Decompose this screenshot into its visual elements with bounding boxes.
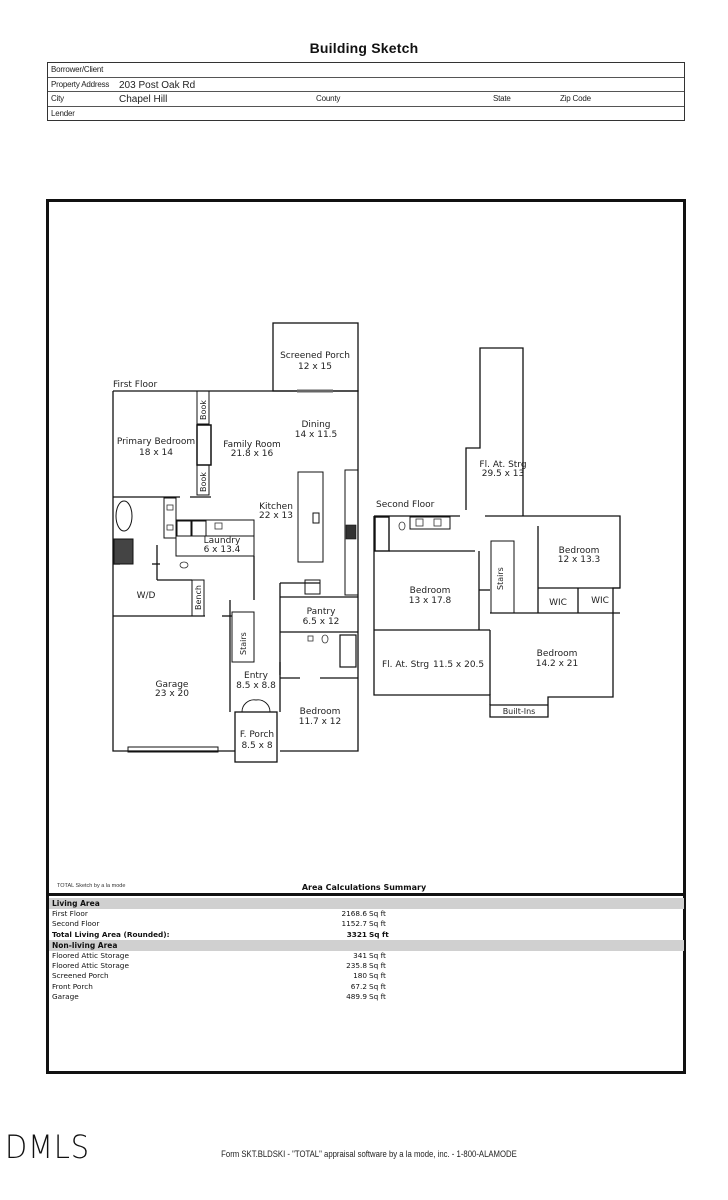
- svg-text:Bedroom: Bedroom: [300, 707, 341, 717]
- area-summary-table: Living Area First Floor 2168.6 Sq ft Sec…: [49, 898, 684, 1002]
- address-row: Property Address 203 Post Oak Rd: [48, 78, 684, 92]
- sketch-frame: [46, 199, 686, 1074]
- svg-text:Entry: Entry: [244, 671, 269, 681]
- address-label: Property Address: [51, 79, 110, 89]
- svg-text:6 x 13.4: 6 x 13.4: [204, 545, 241, 555]
- table-row: First Floor 2168.6 Sq ft: [52, 909, 386, 918]
- svg-text:Family Room: Family Room: [223, 440, 280, 450]
- svg-text:12 x 13.3: 12 x 13.3: [558, 555, 601, 565]
- svg-text:18 x 14: 18 x 14: [139, 448, 173, 458]
- svg-text:Laundry: Laundry: [204, 536, 241, 546]
- city-value: Chapel Hill: [119, 94, 168, 105]
- svg-text:21.8 x 16: 21.8 x 16: [231, 449, 274, 459]
- svg-text:Kitchen: Kitchen: [259, 502, 293, 512]
- svg-text:Screened Porch: Screened Porch: [280, 351, 350, 361]
- svg-text:Dining: Dining: [301, 420, 330, 430]
- svg-text:Garage: Garage: [156, 680, 189, 690]
- svg-text:Bedroom: Bedroom: [559, 546, 600, 556]
- svg-text:Bench: Bench: [194, 585, 203, 610]
- table-row: Floored Attic Storage 235.8 Sq ft: [52, 961, 386, 971]
- svg-text:22 x 13: 22 x 13: [259, 511, 293, 521]
- summary-divider: [46, 893, 686, 896]
- svg-text:W/D: W/D: [137, 591, 156, 601]
- area-summary-title: Area Calculations Summary: [301, 883, 427, 892]
- svg-text:Book: Book: [199, 400, 208, 420]
- borrower-label: Borrower/Client: [51, 65, 104, 74]
- svg-text:23 x 20: 23 x 20: [155, 689, 189, 699]
- sketch-credit: TOTAL Sketch by a la mode: [57, 883, 126, 889]
- svg-text:Fl. At. Strg: Fl. At. Strg: [479, 460, 526, 470]
- table-row: Second Floor 1152.7 Sq ft: [52, 919, 386, 929]
- svg-text:Stairs: Stairs: [496, 567, 505, 590]
- svg-text:13 x 17.8: 13 x 17.8: [409, 596, 452, 606]
- lender-row: Lender: [48, 107, 684, 121]
- table-row: Screened Porch 180 Sq ft: [52, 971, 386, 981]
- svg-text:14 x 11.5: 14 x 11.5: [295, 430, 338, 440]
- svg-text:14.2 x 21: 14.2 x 21: [536, 659, 579, 669]
- borrower-row: Borrower/Client: [48, 63, 684, 78]
- nonliving-area-header: Non-living Area: [49, 939, 684, 951]
- svg-text:Book: Book: [199, 472, 208, 492]
- svg-text:WIC: WIC: [591, 596, 609, 606]
- front-porch-outline: [234, 711, 278, 763]
- table-row: Floored Attic Storage 341 Sq ft: [52, 950, 386, 960]
- svg-text:8.5 x 8: 8.5 x 8: [241, 741, 272, 751]
- svg-text:Bedroom: Bedroom: [410, 586, 451, 596]
- svg-text:WIC: WIC: [549, 598, 567, 608]
- first-floor-label: First Floor: [113, 380, 157, 390]
- property-header-table: Borrower/Client Property Address 203 Pos…: [47, 62, 685, 121]
- address-value: 203 Post Oak Rd: [119, 79, 196, 91]
- svg-text:6.5 x 12: 6.5 x 12: [303, 617, 340, 627]
- state-label: State: [493, 94, 511, 103]
- dmls-logo: DMLS: [5, 1128, 90, 1166]
- svg-text:Built-Ins: Built-Ins: [503, 707, 536, 716]
- floor-plan-drawing: First Floor Screened Porch 12 x 15 Prima…: [112, 322, 621, 763]
- form-footer: Form SKT.BLDSKI - "TOTAL" appraisal soft…: [221, 1149, 517, 1159]
- svg-text:Stairs: Stairs: [239, 632, 248, 655]
- svg-text:29.5 x 13: 29.5 x 13: [482, 469, 525, 479]
- svg-text:Fl. At. Strg: Fl. At. Strg: [382, 660, 429, 670]
- svg-text:12 x 15: 12 x 15: [298, 362, 332, 372]
- table-row: Garage 489.9 Sq ft: [52, 992, 386, 1002]
- page-title: Building Sketch: [309, 40, 419, 56]
- svg-text:Pantry: Pantry: [307, 607, 336, 617]
- zip-label: Zip Code: [560, 94, 591, 103]
- svg-text:8.5 x 8.8: 8.5 x 8.8: [236, 681, 276, 691]
- total-living-row: Total Living Area (Rounded): 3321 Sq ft: [52, 929, 389, 939]
- lender-label: Lender: [51, 108, 75, 118]
- svg-text:Primary Bedroom: Primary Bedroom: [117, 437, 195, 447]
- living-area-header: Living Area: [49, 898, 684, 909]
- county-label: County: [316, 94, 341, 103]
- svg-text:11.7 x 12: 11.7 x 12: [299, 717, 342, 727]
- svg-text:11.5 x 20.5: 11.5 x 20.5: [433, 660, 484, 670]
- table-row: Front Porch 67.2 Sq ft: [52, 981, 386, 991]
- second-floor-label: Second Floor: [376, 500, 435, 510]
- city-label: City: [51, 94, 64, 103]
- svg-text:F. Porch: F. Porch: [240, 730, 274, 740]
- city-row: City Chapel Hill County State Zip Code: [48, 92, 684, 107]
- svg-text:Bedroom: Bedroom: [537, 649, 578, 659]
